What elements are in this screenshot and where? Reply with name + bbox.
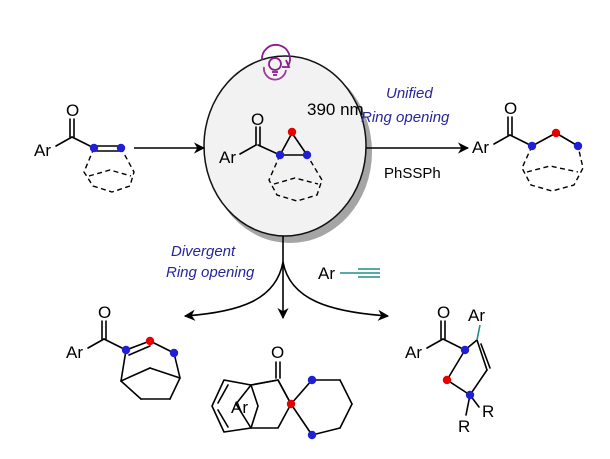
o-label: O: [251, 110, 264, 129]
lightbulb-cycle-icon: [261, 44, 291, 81]
product-cyclopentene: Ar O Ar R R: [405, 303, 494, 436]
ar-label: Ar: [34, 141, 51, 160]
divergent-label-line2: Ring opening: [166, 264, 255, 281]
wavelength-label: 390 nm: [307, 100, 364, 119]
r-label: R: [458, 417, 470, 436]
unified-label-line1: Unified: [386, 85, 433, 102]
substrate-enone: Ar O: [34, 101, 135, 193]
aryl-alkyne-reagent: Ar: [318, 264, 380, 283]
ar-label: Ar: [219, 148, 236, 167]
bicyclopropane-intermediate: Ar O: [219, 110, 323, 202]
ar-label: Ar: [405, 343, 422, 362]
arrow-divergent-right: [282, 261, 390, 321]
o-label: O: [437, 303, 450, 322]
o-label: O: [98, 303, 111, 322]
ar-label: Ar: [66, 343, 83, 362]
unified-label-line2: Ring opening: [361, 109, 450, 126]
ar-label: Ar: [472, 138, 489, 157]
product-bicyclic: Ar O: [66, 303, 181, 400]
o-label: O: [66, 101, 79, 120]
arrow-divergent-left: [183, 261, 284, 321]
o-label: O: [271, 343, 284, 362]
o-label: O: [504, 99, 517, 118]
alkyne-ar-label: Ar: [468, 306, 485, 325]
ar-label: Ar: [231, 398, 248, 417]
product-unified: Ar O: [472, 99, 584, 192]
reagent-label: PhSSPh: [384, 165, 441, 182]
divergent-label-line1: Divergent: [171, 243, 236, 260]
r-label: R: [482, 402, 494, 421]
product-tricyclic: O Ar: [211, 343, 353, 440]
alkyne-ar-label: Ar: [318, 264, 335, 283]
